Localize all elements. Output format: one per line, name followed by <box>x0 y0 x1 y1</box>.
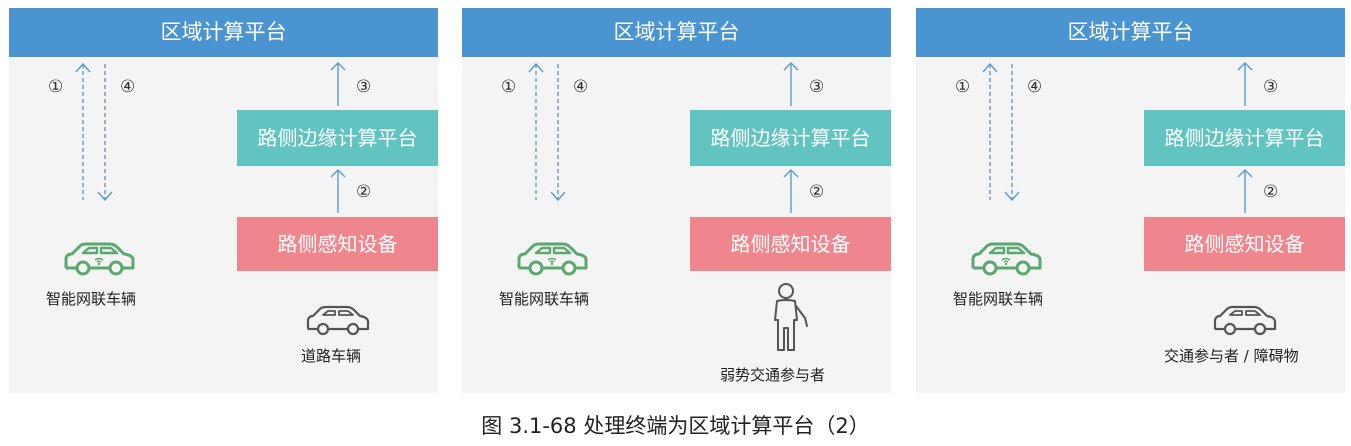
connected-car-icon <box>971 242 1042 276</box>
edge-computing-box: 路侧边缘计算平台 <box>690 110 891 166</box>
pedestrian-icon <box>774 283 808 351</box>
connected-vehicle-label: 智能网联车辆 <box>499 290 590 308</box>
step-marker-4: ④ <box>120 77 136 97</box>
connected-vehicle-label: 智能网联车辆 <box>953 290 1044 308</box>
step-marker-3: ③ <box>809 77 825 97</box>
edge-computing-box: 路侧边缘计算平台 <box>1144 110 1345 166</box>
regional-platform-header: 区域计算平台 <box>9 8 438 57</box>
step-marker-4: ④ <box>573 77 589 97</box>
regional-platform-header: 区域计算平台 <box>916 8 1345 57</box>
connected-vehicle-label: 智能网联车辆 <box>46 290 137 308</box>
step-marker-4: ④ <box>1027 77 1043 97</box>
flow-arrows <box>528 62 799 213</box>
step-marker-3: ③ <box>356 77 372 97</box>
step-marker-2: ② <box>356 182 372 202</box>
connected-car-icon <box>64 242 135 276</box>
scenario-panel-1: 区域计算平台 路侧边缘计算平台 路侧感知设备 ① ④ ③ ② 智能网联车辆 <box>9 8 438 393</box>
step-marker-1: ① <box>48 77 64 97</box>
figure-caption: 图 3.1-68 处理终端为区域计算平台（2） <box>481 414 870 438</box>
car-outline-icon <box>1213 305 1277 336</box>
step-marker-1: ① <box>501 77 517 97</box>
scenario-panel-3: 区域计算平台 路侧边缘计算平台 路侧感知设备 ① ④ ③ ② 智能网联车辆 <box>916 8 1345 393</box>
flow-arrows <box>75 62 346 213</box>
roadside-sensor-box: 路侧感知设备 <box>690 217 891 271</box>
flow-arrows <box>982 62 1253 213</box>
roadside-sensor-box: 路侧感知设备 <box>237 217 438 271</box>
connected-car-icon <box>517 242 588 276</box>
step-marker-1: ① <box>955 77 971 97</box>
bottom-entity-label: 道路车辆 <box>301 347 362 365</box>
bottom-entity-label: 弱势交通参与者 <box>720 366 826 384</box>
step-marker-2: ② <box>1263 182 1279 202</box>
step-marker-3: ③ <box>1263 77 1279 97</box>
edge-computing-box: 路侧边缘计算平台 <box>237 110 438 166</box>
car-outline-icon <box>306 305 370 336</box>
roadside-sensor-box: 路侧感知设备 <box>1144 217 1345 271</box>
scenario-panel-2: 区域计算平台 路侧边缘计算平台 路侧感知设备 ① ④ ③ ② 智能网联车辆 <box>462 8 891 393</box>
bottom-entity-label: 交通参与者 / 障碍物 <box>1164 347 1299 365</box>
step-marker-2: ② <box>809 182 825 202</box>
regional-platform-header: 区域计算平台 <box>462 8 891 57</box>
